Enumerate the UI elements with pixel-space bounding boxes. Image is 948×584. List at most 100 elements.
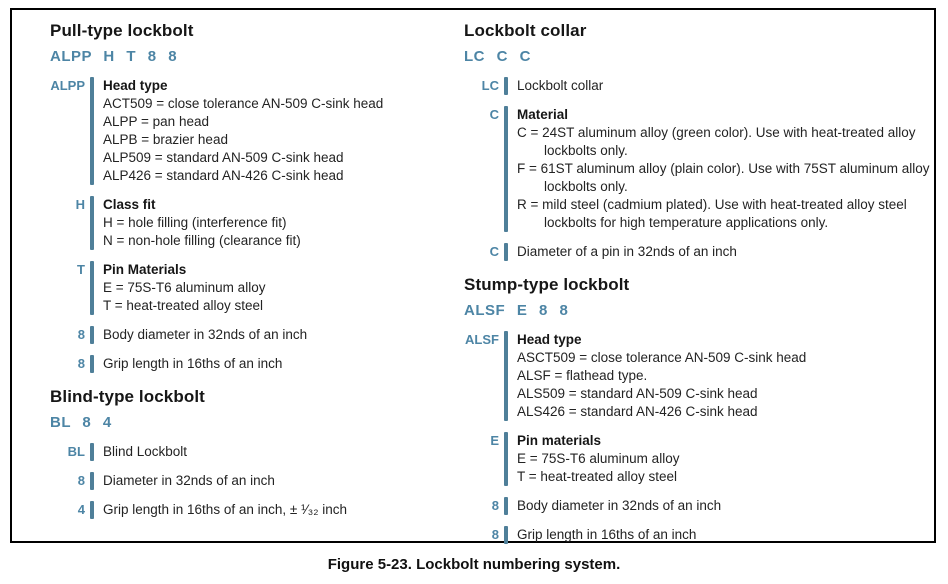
lockbolt-numbering-panel: Pull-type lockbolt ALPP H T 8 8 ALPP Hea… [10,8,936,544]
entry-line: ALPB = brazier head [103,132,228,147]
entry-line: E = 75S-T6 aluminum alloy [517,451,680,466]
entry-bar [504,331,508,421]
entry-line: Lockbolt collar [517,78,604,93]
code-entry-body-diameter: 8 Body diameter in 32nds of an inch [464,497,930,515]
entry-content: Head type ACT509 = close tolerance AN-50… [103,77,383,185]
entry-line: ASCT509 = close tolerance AN-509 C-sink … [517,350,807,365]
code-key: LC [481,78,499,93]
entry-line: Blind Lockbolt [103,444,188,459]
entry-line: Grip length in 16ths of an inch, ± ¹⁄₃₂ … [103,502,348,517]
code-key: 8 [491,527,499,542]
entry-line: ALS509 = standard AN-509 C-sink head [517,386,758,401]
entry-bar [90,261,94,315]
entry-line: N = non-hole filling (clearance fit) [103,233,301,248]
code-entry-material: C Material C = 24ST aluminum alloy (gree… [464,106,930,232]
entry-bar [90,472,94,490]
entry-line: Body diameter in 32nds of an inch [103,327,308,342]
entry-line: lockbolts only. [544,179,628,194]
section-pull-type-lockbolt: Pull-type lockbolt ALPP H T 8 8 ALPP Hea… [50,21,460,373]
code-entry-body-diameter: 8 Body diameter in 32nds of an inch [50,326,460,344]
entry-bar [90,196,94,250]
entry-content: Diameter in 32nds of an inch [103,472,275,490]
entry-content: Lockbolt collar [517,77,603,95]
entry-bar [90,443,94,461]
code-key: ALPP [50,78,85,93]
entry-line: T = heat-treated alloy steel [517,469,677,484]
section-title: Stump-type lockbolt [464,275,630,294]
section-title: Blind-type lockbolt [50,387,205,406]
code-key: E [490,433,499,448]
code-entry-head-type: ALSF Head type ASCT509 = close tolerance… [464,331,930,421]
code-entry-pin-materials: E Pin materials E = 75S-T6 aluminum allo… [464,432,930,486]
entry-line: ALP426 = standard AN-426 C-sink head [103,168,344,183]
entry-bar [504,77,508,95]
entry-heading: Head type [517,332,582,347]
part-number-code: BL 8 4 [50,414,112,431]
entry-line: R = mild steel (cadmium plated). Use wit… [517,197,907,212]
entry-bar [504,106,508,232]
left-column: Pull-type lockbolt ALPP H T 8 8 ALPP Hea… [50,21,460,541]
code-key: H [75,197,85,212]
entry-content: Material C = 24ST aluminum alloy (green … [517,106,930,232]
entry-line: Grip length in 16ths of an inch [517,527,697,542]
entry-line: Diameter in 32nds of an inch [103,473,275,488]
entry-content: Body diameter in 32nds of an inch [517,497,721,515]
entry-line: H = hole filling (interference fit) [103,215,287,230]
code-entry-diameter: 8 Diameter in 32nds of an inch [50,472,460,490]
entry-bar [504,526,508,544]
part-number-code: ALPP H T 8 8 [50,48,178,65]
entry-bar [90,501,94,519]
entry-bar [90,326,94,344]
entry-content: Head type ASCT509 = close tolerance AN-5… [517,331,806,421]
entry-bar [504,497,508,515]
entry-heading: Pin materials [517,433,602,448]
section-title: Pull-type lockbolt [50,21,194,40]
section-blind-type-lockbolt: Blind-type lockbolt BL 8 4 BL Blind Lock… [50,387,460,519]
entry-line: ALP509 = standard AN-509 C-sink head [103,150,344,165]
part-number-code: ALSF E 8 8 [464,302,569,319]
code-key: T [77,262,85,277]
entry-content: Grip length in 16ths of an inch [517,526,696,544]
entry-content: Diameter of a pin in 32nds of an inch [517,243,737,261]
part-number-code: LC C C [464,48,531,65]
entry-line: ALS426 = standard AN-426 C-sink head [517,404,758,419]
entry-bar [504,243,508,261]
entry-line: Body diameter in 32nds of an inch [517,498,722,513]
code-entry-pin-materials: T Pin Materials E = 75S-T6 aluminum allo… [50,261,460,315]
entry-heading: Class fit [103,197,156,212]
entry-content: Pin materials E = 75S-T6 aluminum alloy … [517,432,679,486]
code-entry-pin-diameter: C Diameter of a pin in 32nds of an inch [464,243,930,261]
entry-line: T = heat-treated alloy steel [103,298,263,313]
code-key: 8 [491,498,499,513]
code-key: ALSF [465,332,499,347]
code-entry-grip-length: 8 Grip length in 16ths of an inch [464,526,930,544]
entry-line: ALPP = pan head [103,114,209,129]
code-key: 4 [77,502,85,517]
entry-bar [90,355,94,373]
entry-line: ALSF = flathead type. [517,368,648,383]
entry-content: Class fit H = hole filling (interference… [103,196,301,250]
entry-content: Body diameter in 32nds of an inch [103,326,307,344]
entry-line: Grip length in 16ths of an inch [103,356,283,371]
entry-content: Grip length in 16ths of an inch [103,355,282,373]
entry-content: Blind Lockbolt [103,443,187,461]
entry-bar [504,432,508,486]
entry-line: Diameter of a pin in 32nds of an inch [517,244,737,259]
code-key: C [489,107,499,122]
code-entry-lockbolt-collar: LC Lockbolt collar [464,77,930,95]
entry-heading: Material [517,107,569,122]
code-entry-grip-length: 4 Grip length in 16ths of an inch, ± ¹⁄₃… [50,501,460,519]
entry-content: Pin Materials E = 75S-T6 aluminum alloy … [103,261,265,315]
entry-heading: Head type [103,78,168,93]
entry-line: lockbolts for high temperature applicati… [544,215,829,230]
code-key: BL [67,444,85,459]
section-title: Lockbolt collar [464,21,587,40]
section-stump-type-lockbolt: Stump-type lockbolt ALSF E 8 8 ALSF Head… [464,275,930,544]
code-entry-class-fit: H Class fit H = hole filling (interferen… [50,196,460,250]
code-entry-grip-length: 8 Grip length in 16ths of an inch [50,355,460,373]
entry-line: C = 24ST aluminum alloy (green color). U… [517,125,916,140]
code-entry-head-type: ALPP Head type ACT509 = close tolerance … [50,77,460,185]
figure-caption: Figure 5-23. Lockbolt numbering system. [327,556,621,573]
entry-line: ACT509 = close tolerance AN-509 C-sink h… [103,96,384,111]
